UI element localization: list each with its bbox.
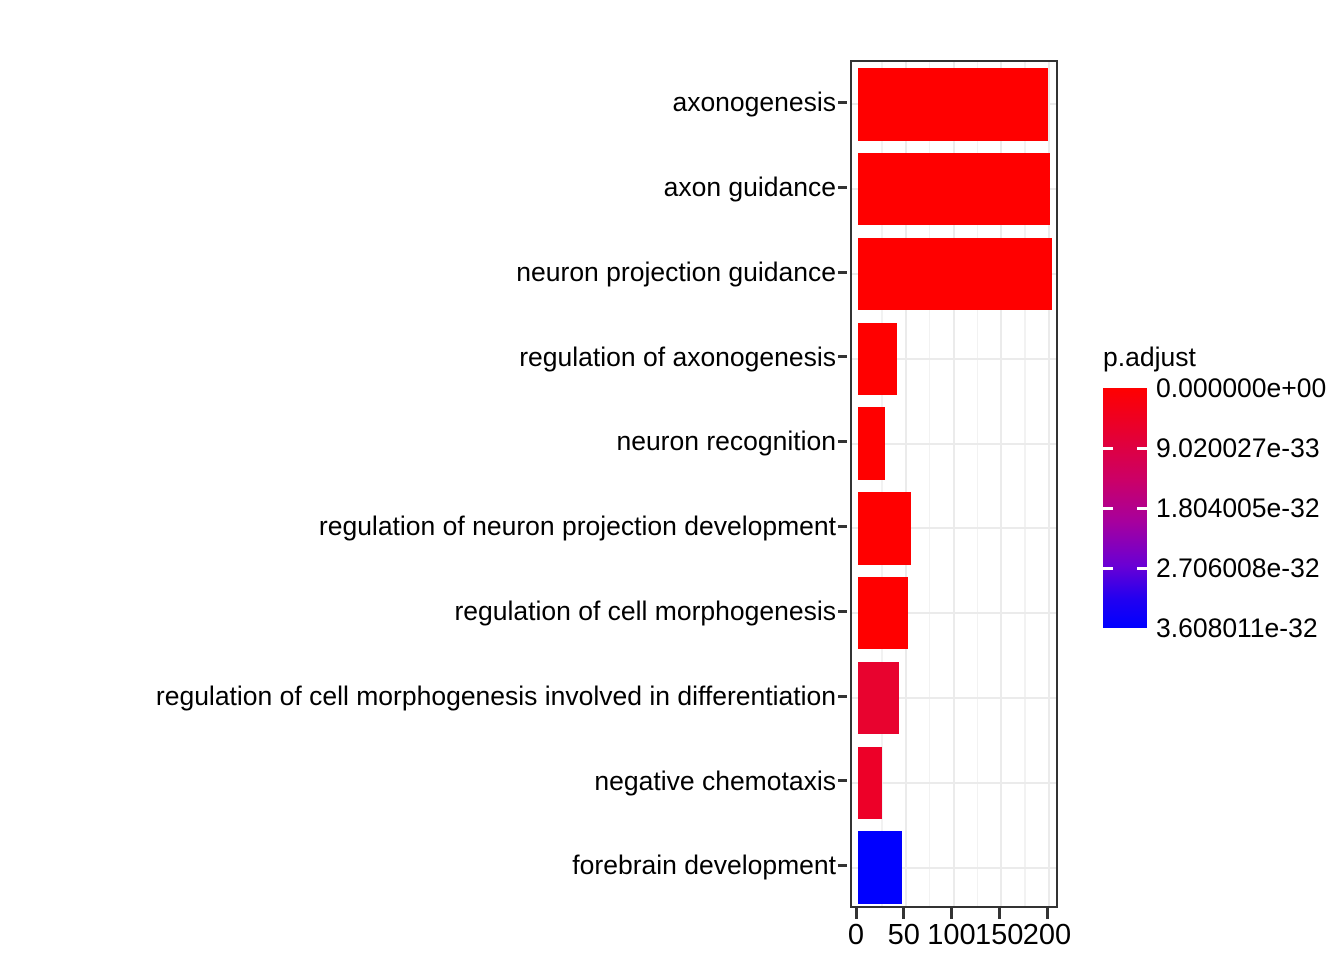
y-axis-tick-label: axon guidance	[663, 171, 836, 202]
bar[interactable]	[858, 68, 1049, 141]
gridline-horizontal	[852, 612, 1056, 615]
gridline-major	[1000, 62, 1003, 906]
gridline-horizontal	[852, 527, 1056, 530]
bar[interactable]	[858, 407, 885, 480]
legend-tick-label: 1.804005e-32	[1156, 492, 1320, 523]
y-axis-tick-mark	[838, 185, 847, 189]
y-axis-tick-mark	[838, 270, 847, 274]
y-axis-tick-label-row: axonogenesis	[0, 84, 836, 120]
y-axis-tick-mark	[838, 100, 847, 104]
y-axis-tick-label-row: neuron recognition	[0, 424, 836, 460]
x-axis-tick-label: 0	[847, 919, 865, 951]
gridline-horizontal	[852, 781, 1056, 784]
gridline-minor	[928, 62, 931, 906]
x-axis-tick-mark	[1045, 908, 1049, 919]
gridline-horizontal	[852, 697, 1056, 699]
gridline-minor	[976, 62, 979, 906]
bar[interactable]	[858, 746, 882, 820]
y-axis-tick-label: axonogenesis	[672, 87, 836, 118]
legend-tick-label: 2.706008e-32	[1156, 552, 1320, 583]
y-axis-tick-label: regulation of cell morphogenesis involve…	[155, 680, 836, 711]
y-axis-tick-mark	[838, 524, 847, 528]
x-axis-tick-mark	[950, 908, 953, 919]
y-axis-tick-label-row: regulation of neuron projection developm…	[0, 508, 836, 544]
gridline-major	[904, 62, 907, 906]
bar[interactable]	[858, 492, 911, 565]
y-axis-tick-mark	[838, 440, 847, 444]
y-axis-tick-label: regulation of neuron projection developm…	[318, 511, 836, 542]
legend-tick-mark	[1137, 566, 1147, 570]
gridline-horizontal	[852, 866, 1056, 869]
plot-panel	[850, 60, 1058, 908]
gridline-horizontal	[852, 442, 1056, 445]
bar[interactable]	[858, 322, 898, 396]
legend-title: p.adjust	[1103, 342, 1196, 372]
y-axis-tick-label-row: negative chemotaxis	[0, 763, 836, 799]
legend-tick-mark	[1137, 506, 1147, 510]
legend: p.adjust 0.000000e+00 9.020027e-33 1.80400…	[1098, 344, 1344, 644]
gridline-major	[952, 62, 955, 906]
gridline-minor	[881, 62, 883, 906]
legend-tick-mark	[1103, 506, 1113, 510]
x-axis-tick-mark	[997, 908, 1001, 919]
legend-tick-mark	[1137, 446, 1147, 450]
y-axis-tick-label: regulation of axonogenesis	[519, 341, 836, 372]
y-axis-tick-label: neuron recognition	[616, 426, 836, 457]
y-axis-tick-mark	[838, 864, 847, 868]
x-axis-tick-mark	[902, 908, 906, 919]
gridline-major	[1048, 62, 1050, 906]
x-axis-tick-label: 100	[927, 919, 976, 951]
bar[interactable]	[858, 152, 1050, 226]
bar[interactable]	[858, 831, 902, 904]
y-axis-tick-label-row: regulation of cell morphogenesis	[0, 593, 836, 629]
y-axis-tick-label: neuron projection guidance	[516, 256, 836, 287]
legend-tick-label: 9.020027e-33	[1156, 432, 1320, 463]
legend-tick-label: 3.608011e-32	[1156, 612, 1318, 643]
x-axis-tick-label: 150	[975, 919, 1024, 951]
y-axis-labels: axonogenesis axon guidance neuron projecti…	[0, 60, 847, 908]
y-axis-tick-label-row: regulation of cell morphogenesis involve…	[0, 678, 836, 714]
y-axis-tick-mark	[838, 779, 847, 783]
y-axis-tick-label: negative chemotaxis	[594, 765, 836, 796]
gridline-minor	[1024, 62, 1026, 906]
legend-tick-mark	[1103, 566, 1113, 570]
x-axis-tick-label: 200	[1022, 919, 1072, 951]
y-axis-tick-label: regulation of cell morphogenesis	[454, 595, 836, 626]
x-axis-tick-label: 50	[887, 919, 920, 951]
y-axis-tick-mark	[838, 694, 847, 698]
y-axis-tick-mark	[838, 609, 847, 613]
y-axis-tick-label: forebrain development	[572, 850, 836, 881]
y-axis-tick-label-row: regulation of axonogenesis	[0, 339, 836, 375]
bar[interactable]	[858, 237, 1052, 311]
legend-tick-mark	[1103, 446, 1113, 450]
x-axis-tick-mark	[854, 908, 858, 919]
bar[interactable]	[858, 576, 908, 650]
y-axis-tick-label-row: forebrain development	[0, 848, 836, 884]
gridline-horizontal	[852, 357, 1056, 360]
y-axis-tick-mark	[838, 355, 847, 359]
y-axis-tick-label-row: neuron projection guidance	[0, 254, 836, 290]
bar[interactable]	[858, 661, 900, 735]
y-axis-tick-label-row: axon guidance	[0, 169, 836, 205]
legend-tick-label: 0.000000e+00	[1156, 372, 1327, 403]
